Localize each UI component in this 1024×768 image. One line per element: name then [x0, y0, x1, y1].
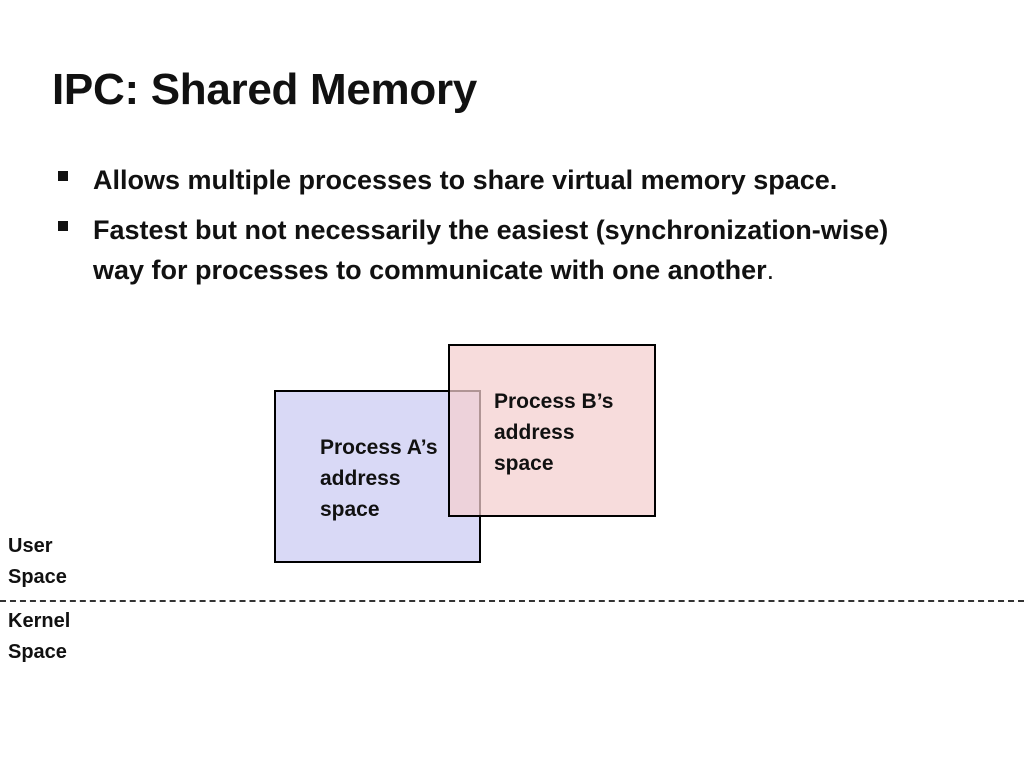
process-b-address-space-box: Process B’s address space: [448, 344, 656, 517]
bullet-list: Allows multiple processes to share virtu…: [54, 160, 924, 300]
process-a-address-space-box: Process A’s address space: [274, 390, 481, 563]
square-bullet-icon: [58, 171, 68, 181]
user-space-label: User Space: [8, 535, 67, 588]
square-bullet-icon: [58, 221, 68, 231]
process-a-address-space-label: Process A’s address space: [320, 436, 438, 521]
bullet-punctuation: .: [766, 255, 775, 285]
bullet-text: Allows multiple processes to share virtu…: [93, 165, 838, 195]
kernel-space-label: Kernel Space: [8, 610, 71, 663]
slide-title: IPC: Shared Memory: [52, 65, 477, 114]
process-b-address-space-label: Process B’s address space: [494, 390, 614, 475]
bullet-text: Fastest but not necessarily the easiest …: [93, 215, 889, 285]
user-kernel-space-divider: [0, 600, 1024, 602]
bullet-item: Fastest but not necessarily the easiest …: [54, 210, 924, 290]
bullet-item: Allows multiple processes to share virtu…: [54, 160, 924, 200]
